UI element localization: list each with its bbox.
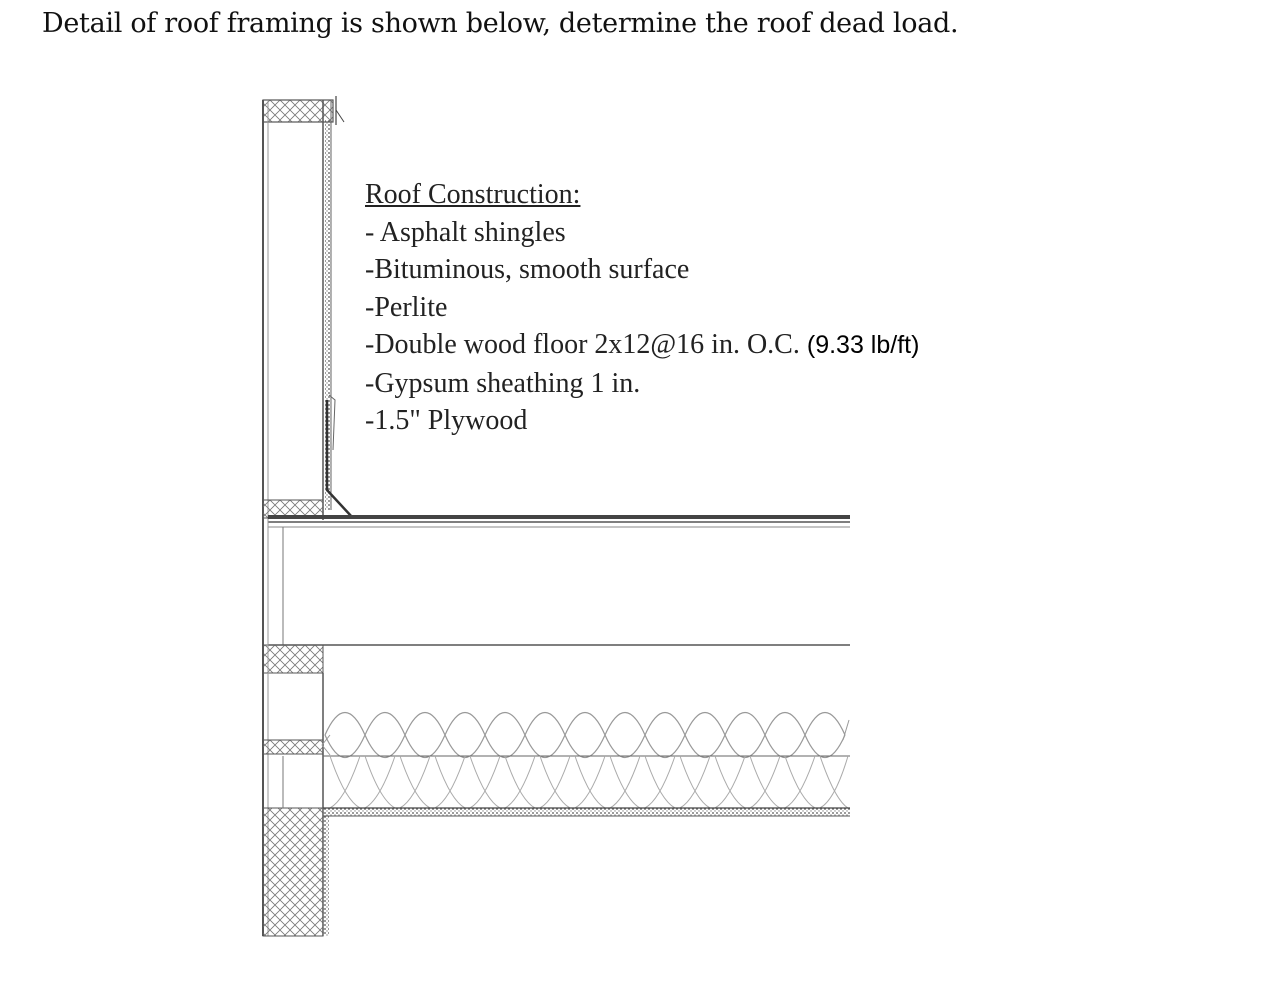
note-double-wood-floor: -Double wood floor 2x12@16 in. O.C. (9.3…: [365, 326, 919, 365]
roof-construction-notes: Roof Construction: - Asphalt shingles -B…: [365, 176, 919, 440]
note-bituminous: -Bituminous, smooth surface: [365, 254, 690, 285]
note-double-wood-floor-text: -Double wood floor 2x12@16 in. O.C.: [365, 329, 800, 360]
insulation-batt: [321, 712, 850, 809]
gypsum-ceiling: [323, 807, 850, 817]
roof-joists: [262, 527, 850, 674]
roof-deck: [268, 515, 850, 528]
parapet-wall: [262, 96, 345, 520]
notes-heading: Roof Construction:: [365, 179, 581, 210]
note-asphalt-shingles: - Asphalt shingles: [365, 216, 566, 248]
roof-flashing: [325, 400, 353, 518]
lower-wall: [262, 520, 329, 937]
note-weight-annotation: (9.33 lb/ft): [806, 331, 920, 359]
note-plywood: -1.5" Plywood: [365, 405, 528, 436]
note-gypsum-sheathing: -Gypsum sheathing 1 in.: [365, 367, 641, 399]
note-perlite: -Perlite: [365, 291, 448, 323]
question-text: Detail of roof framing is shown below, d…: [42, 8, 959, 39]
